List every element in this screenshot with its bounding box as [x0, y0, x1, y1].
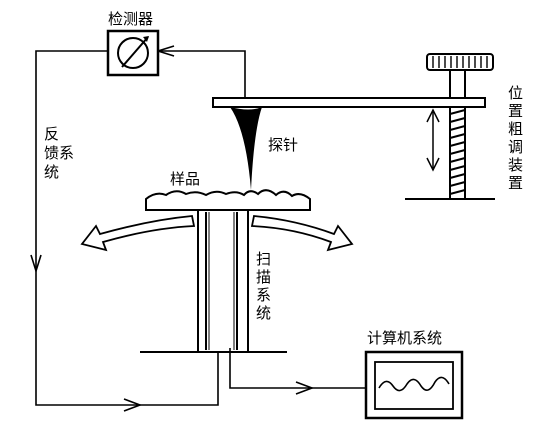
svg-text:描: 描 — [256, 268, 271, 286]
scan-system-label: 扫 描 系 统 — [256, 250, 271, 322]
detector-label: 检测器 — [108, 10, 153, 28]
svg-text:置: 置 — [508, 102, 523, 120]
position-adjust-label: 位 置 粗 调 装 置 — [508, 84, 523, 192]
svg-text:装: 装 — [508, 156, 523, 174]
detector-meter-icon — [106, 29, 160, 77]
computer-label: 计算机系统 — [367, 329, 442, 347]
svg-text:统: 统 — [44, 163, 59, 181]
svg-text:统: 统 — [256, 304, 271, 322]
svg-text:反: 反 — [44, 125, 59, 143]
feedback-label: 反 馈系 统 — [44, 125, 74, 181]
scan-right-arrow-icon — [250, 215, 354, 252]
computer-signal-wire — [229, 348, 368, 395]
scanner-column — [140, 209, 287, 353]
vertical-adjust-arrow-icon — [426, 108, 440, 172]
svg-text:调: 调 — [508, 138, 523, 156]
svg-text:扫: 扫 — [256, 250, 271, 268]
svg-text:系: 系 — [256, 286, 271, 304]
probe-tip — [230, 107, 262, 190]
svg-text:位: 位 — [508, 84, 523, 102]
feedback-loop-wire — [35, 50, 246, 406]
cantilever-arm — [212, 97, 486, 108]
svg-text:馈系: 馈系 — [44, 144, 74, 162]
scan-left-arrow-icon — [80, 215, 196, 252]
svg-text:置: 置 — [508, 174, 523, 192]
feedback-arrow-right-icon — [123, 398, 143, 412]
probe-label: 探针 — [268, 136, 298, 154]
svg-text:粗: 粗 — [508, 120, 523, 138]
sample-block — [145, 189, 311, 211]
position-adjust-screw-icon — [405, 53, 495, 200]
sample-label: 样品 — [170, 170, 200, 188]
computer-monitor-icon — [364, 350, 464, 420]
feedback-arrow-down-icon — [30, 254, 42, 274]
